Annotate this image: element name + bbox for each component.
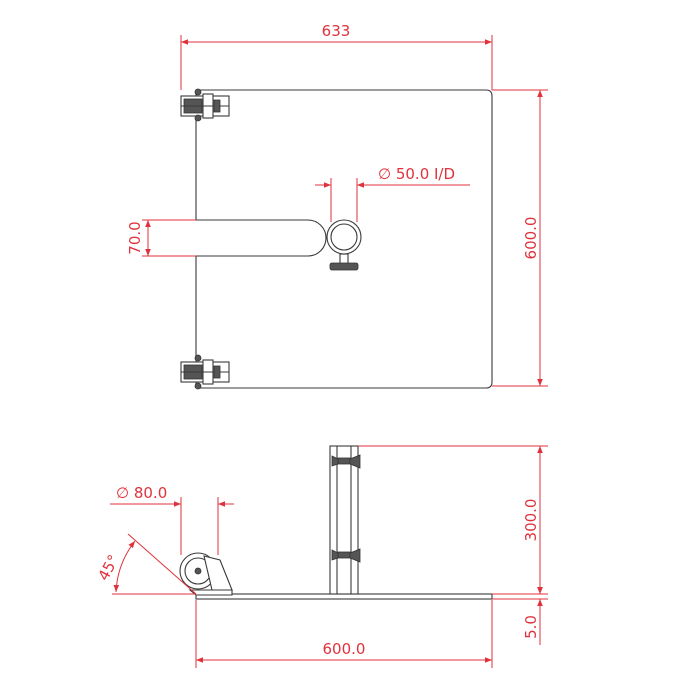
dim-width-633: 633 [180, 22, 493, 90]
angle-label: 45° [94, 552, 122, 584]
side-view: ∅ 80.0 45° 300.0 5.0 [94, 445, 548, 668]
height-label: 600.0 [522, 217, 540, 260]
tube-height-label: 300.0 [522, 499, 540, 542]
width-label: 633 [322, 22, 351, 40]
tube-label: ∅ 50.0 I/D [378, 165, 455, 183]
plate-thickness-label: 5.0 [522, 615, 540, 639]
dim-tube-height-300: 300.0 [358, 445, 548, 595]
base-plate-outline [195, 89, 493, 389]
caster-bottom [180, 354, 230, 390]
dim-slot-70: 70.0 [126, 219, 196, 257]
caster-top [180, 88, 230, 122]
slot-label: 70.0 [126, 221, 144, 254]
dim-tube-50: ∅ 50.0 I/D [315, 165, 470, 222]
dim-height-600: 600.0 [492, 89, 548, 387]
dim-plate-thickness-5: 5.0 [492, 580, 548, 645]
dim-base-length-600: 600.0 [195, 600, 493, 668]
dim-wheel-80: ∅ 80.0 [110, 484, 234, 555]
side-base-plate [195, 593, 493, 600]
wheel-label: ∅ 80.0 [116, 484, 167, 502]
base-length-label: 600.0 [323, 640, 366, 658]
side-tube [329, 445, 361, 595]
top-view: 633 600.0 70.0 ∅ 50.0 I/D [126, 22, 548, 390]
side-caster [179, 552, 233, 596]
tube-socket [326, 219, 362, 271]
